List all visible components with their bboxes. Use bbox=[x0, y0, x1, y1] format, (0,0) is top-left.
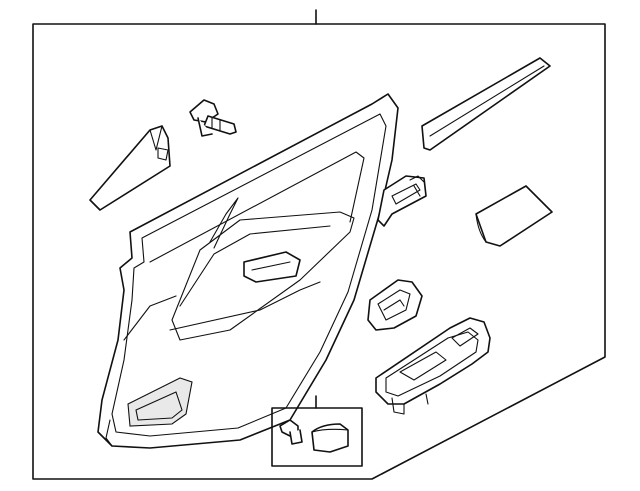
inner-handle bbox=[377, 175, 427, 227]
panel-boundary bbox=[32, 23, 606, 480]
door-trim-panel bbox=[97, 93, 399, 449]
armrest-base bbox=[375, 317, 491, 415]
sound-pad bbox=[475, 185, 553, 247]
upper-trim-piece bbox=[89, 125, 171, 211]
bulb-and-lens-callout bbox=[271, 395, 363, 467]
clip bbox=[189, 99, 237, 137]
garnish-strip bbox=[421, 57, 551, 151]
switch-bezel bbox=[367, 279, 423, 331]
